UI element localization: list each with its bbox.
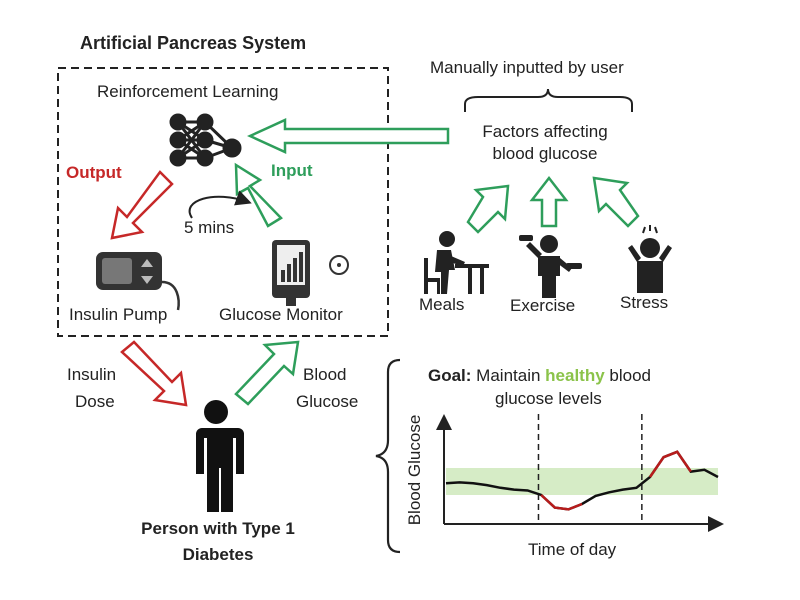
factors-label-line2: blood glucose — [492, 144, 598, 163]
person-label-line2: Diabetes — [182, 545, 254, 564]
input-arrow-monitor — [234, 162, 283, 228]
meals-icon — [424, 231, 489, 294]
chart-x-label: Time of day — [528, 540, 617, 559]
meals-up-arrow — [466, 184, 510, 234]
insulin-dose-line2: Dose — [75, 392, 115, 411]
manual-input-label: Manually inputted by user — [430, 58, 624, 77]
insulin-pump-icon — [96, 252, 180, 311]
output-label: Output — [66, 163, 122, 182]
system-box — [57, 67, 389, 337]
goal-text-part2: blood — [604, 366, 652, 385]
chart-y-label: Blood Glucose — [405, 414, 424, 526]
blood-glucose-line2: Glucose — [296, 392, 359, 411]
factors-label-line1: Factors affecting — [482, 122, 608, 141]
insulin-dose-line1: Insulin — [67, 365, 117, 384]
stress-icon — [628, 225, 672, 293]
glucose-monitor-label: Glucose Monitor — [219, 305, 343, 324]
cycle-arrow — [188, 190, 252, 219]
goal-text-line2: glucose levels — [495, 389, 602, 408]
goal-brace — [375, 358, 401, 554]
exercise-label: Exercise — [510, 296, 576, 315]
stress-up-arrow — [592, 176, 640, 228]
glucose-high-segment — [648, 450, 692, 478]
goal-text: Goal: Maintain healthy blood — [428, 366, 651, 386]
manual-brace — [464, 88, 633, 112]
glucose-monitor-icon — [272, 240, 349, 306]
healthy-range-band — [446, 468, 718, 495]
neural-network-icon — [169, 113, 242, 167]
insulin-pump-label: Insulin Pump — [69, 305, 168, 324]
person-label-line1: Person with Type 1 — [141, 519, 295, 538]
glucose-low-segment — [540, 494, 583, 511]
goal-healthy-word: healthy — [545, 366, 605, 385]
system-title: Artificial Pancreas System — [80, 33, 307, 53]
input-label: Input — [271, 161, 313, 180]
goal-prefix: Goal: — [428, 366, 472, 385]
exercise-up-arrow — [529, 175, 569, 228]
output-arrow — [110, 170, 174, 240]
glucose-chart — [436, 414, 724, 532]
input-arrow-factors — [246, 118, 450, 154]
blood-glucose-line1: Blood — [303, 365, 347, 384]
blood-glucose-arrow — [234, 340, 300, 406]
exercise-icon — [519, 235, 582, 298]
stress-label: Stress — [620, 293, 669, 312]
cycle-label: 5 mins — [184, 218, 235, 237]
goal-text-part1: Maintain — [471, 366, 546, 385]
rl-label: Reinforcement Learning — [97, 82, 279, 101]
insulin-dose-arrow — [120, 340, 188, 407]
person-icon — [194, 400, 244, 512]
meals-label: Meals — [419, 295, 465, 314]
